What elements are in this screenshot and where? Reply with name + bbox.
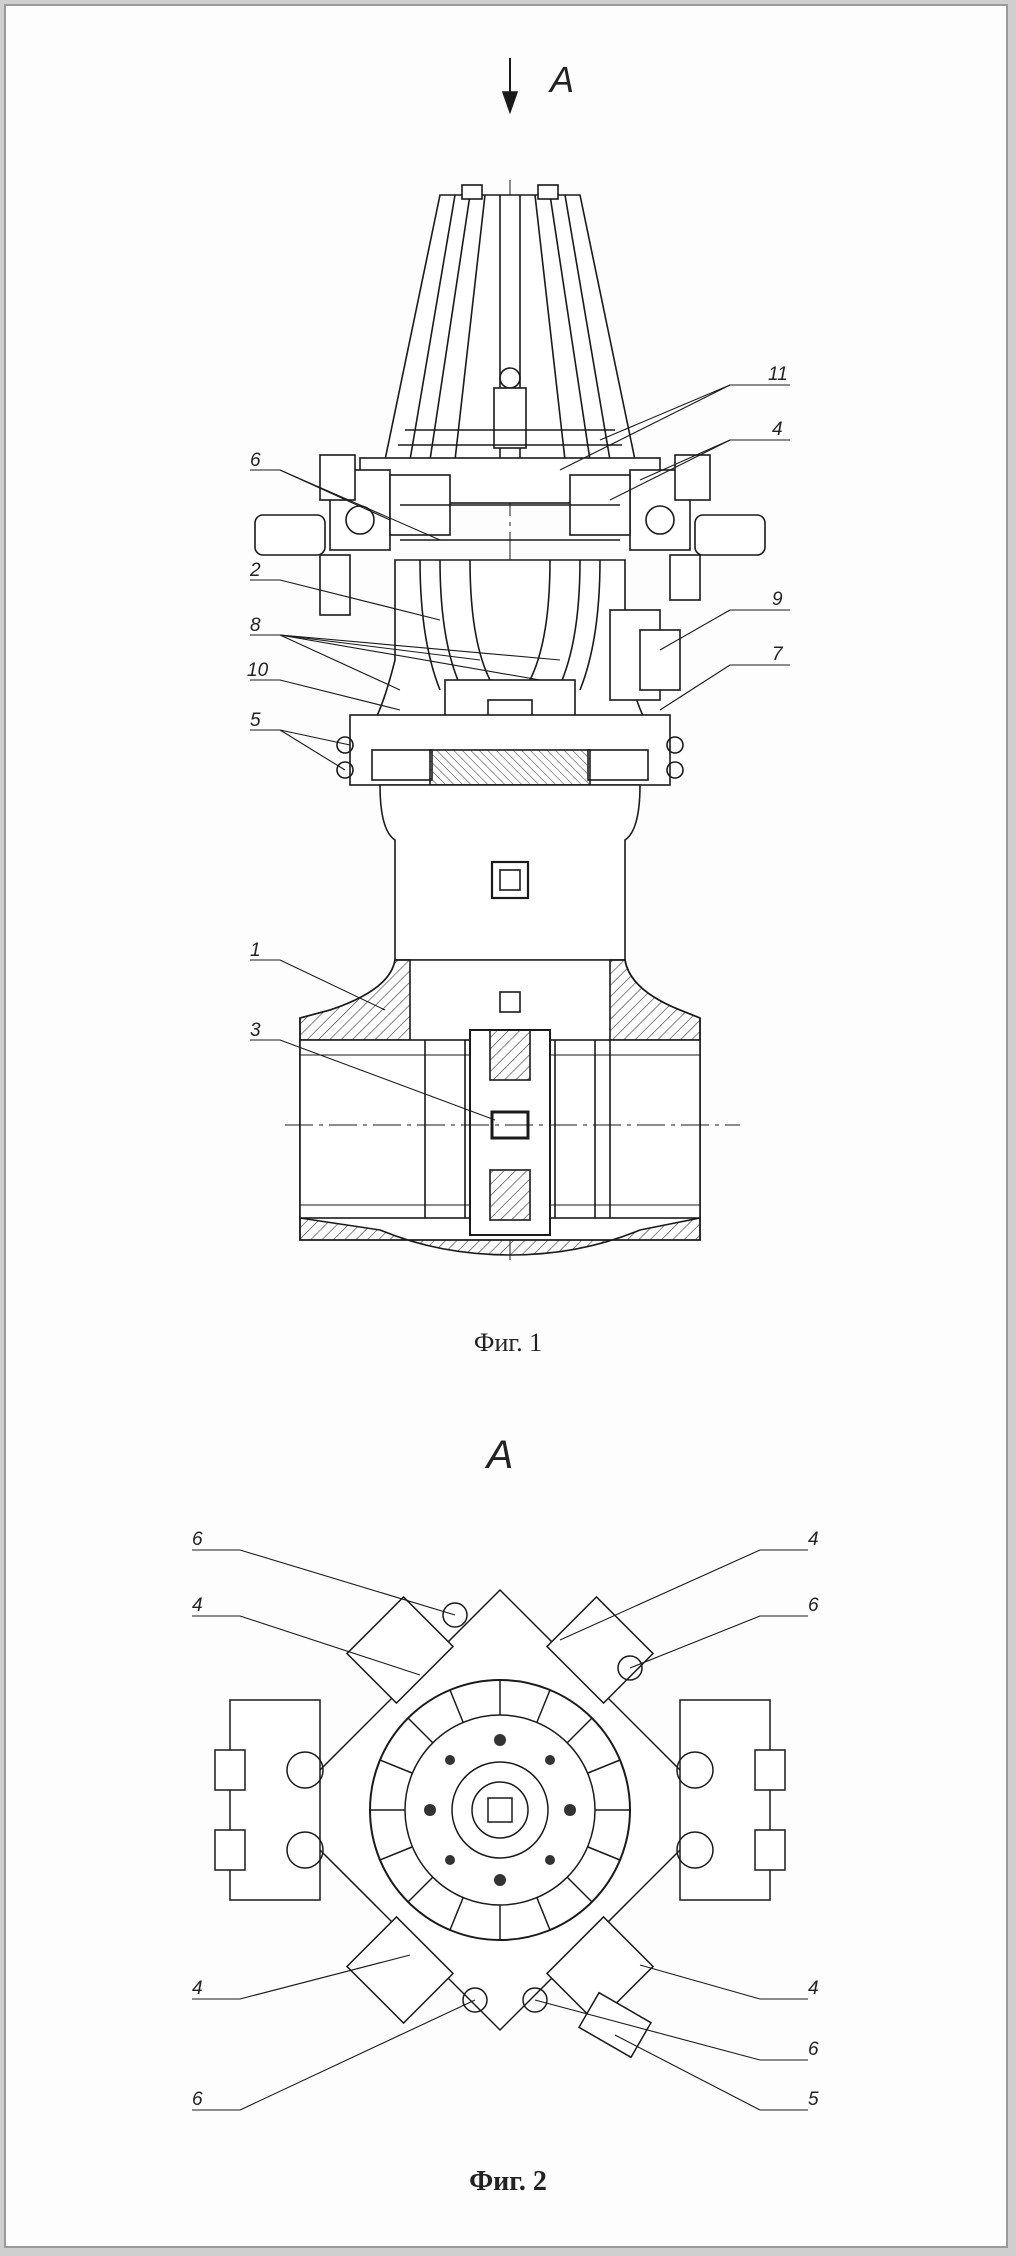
label-8: 8 bbox=[250, 615, 261, 636]
figure-2: A bbox=[192, 1433, 819, 2111]
label-10: 10 bbox=[247, 660, 269, 681]
label-1: 1 bbox=[250, 940, 261, 961]
label-5: 5 bbox=[250, 710, 261, 731]
view-marker-a: A bbox=[548, 59, 574, 100]
actuator-band bbox=[254, 454, 766, 616]
label-6: 6 bbox=[250, 450, 261, 471]
fig2-label-4-top-right: 4 bbox=[808, 1529, 819, 1550]
leader-lines-fig1 bbox=[250, 384, 790, 1121]
ring-segments bbox=[370, 1680, 630, 1940]
fig2-label-5: 5 bbox=[808, 2089, 819, 2110]
top-view-assembly bbox=[214, 1588, 786, 2059]
fig2-label-6-top-right: 6 bbox=[808, 1595, 819, 1616]
labels-fig1: 11 4 6 2 8 9 7 10 5 1 3 bbox=[247, 364, 788, 1041]
label-9: 9 bbox=[772, 589, 783, 610]
fig2-label-4-bottom-right: 4 bbox=[808, 1978, 819, 1999]
label-2: 2 bbox=[249, 560, 261, 581]
leader-lines-fig2 bbox=[192, 1549, 808, 2111]
label-7: 7 bbox=[772, 644, 784, 665]
valve-body bbox=[285, 959, 740, 1256]
figure-1: A bbox=[247, 58, 790, 1260]
cone-assembly bbox=[384, 184, 636, 461]
label-3: 3 bbox=[250, 1020, 261, 1041]
figure-1-caption: Фиг. 1 bbox=[473, 1328, 543, 1357]
label-4: 4 bbox=[772, 419, 783, 440]
view-arrow bbox=[501, 58, 519, 115]
fig2-label-4-top-left: 4 bbox=[192, 1595, 203, 1616]
fig2-label-6-bottom-right: 6 bbox=[808, 2039, 819, 2060]
fig2-label-4-bottom-left: 4 bbox=[192, 1978, 203, 1999]
labels-fig2: 6 4 4 6 4 6 4 6 5 bbox=[192, 1529, 819, 2110]
fig2-label-6-top-left: 6 bbox=[192, 1529, 203, 1550]
body-neck bbox=[379, 784, 641, 961]
lower-flange bbox=[336, 714, 684, 786]
view-title-a: A bbox=[485, 1433, 514, 1477]
label-11: 11 bbox=[768, 364, 788, 385]
fig2-label-6-bottom-left: 6 bbox=[192, 2089, 203, 2110]
figure-2-caption: Фиг. 2 bbox=[469, 2166, 547, 2197]
